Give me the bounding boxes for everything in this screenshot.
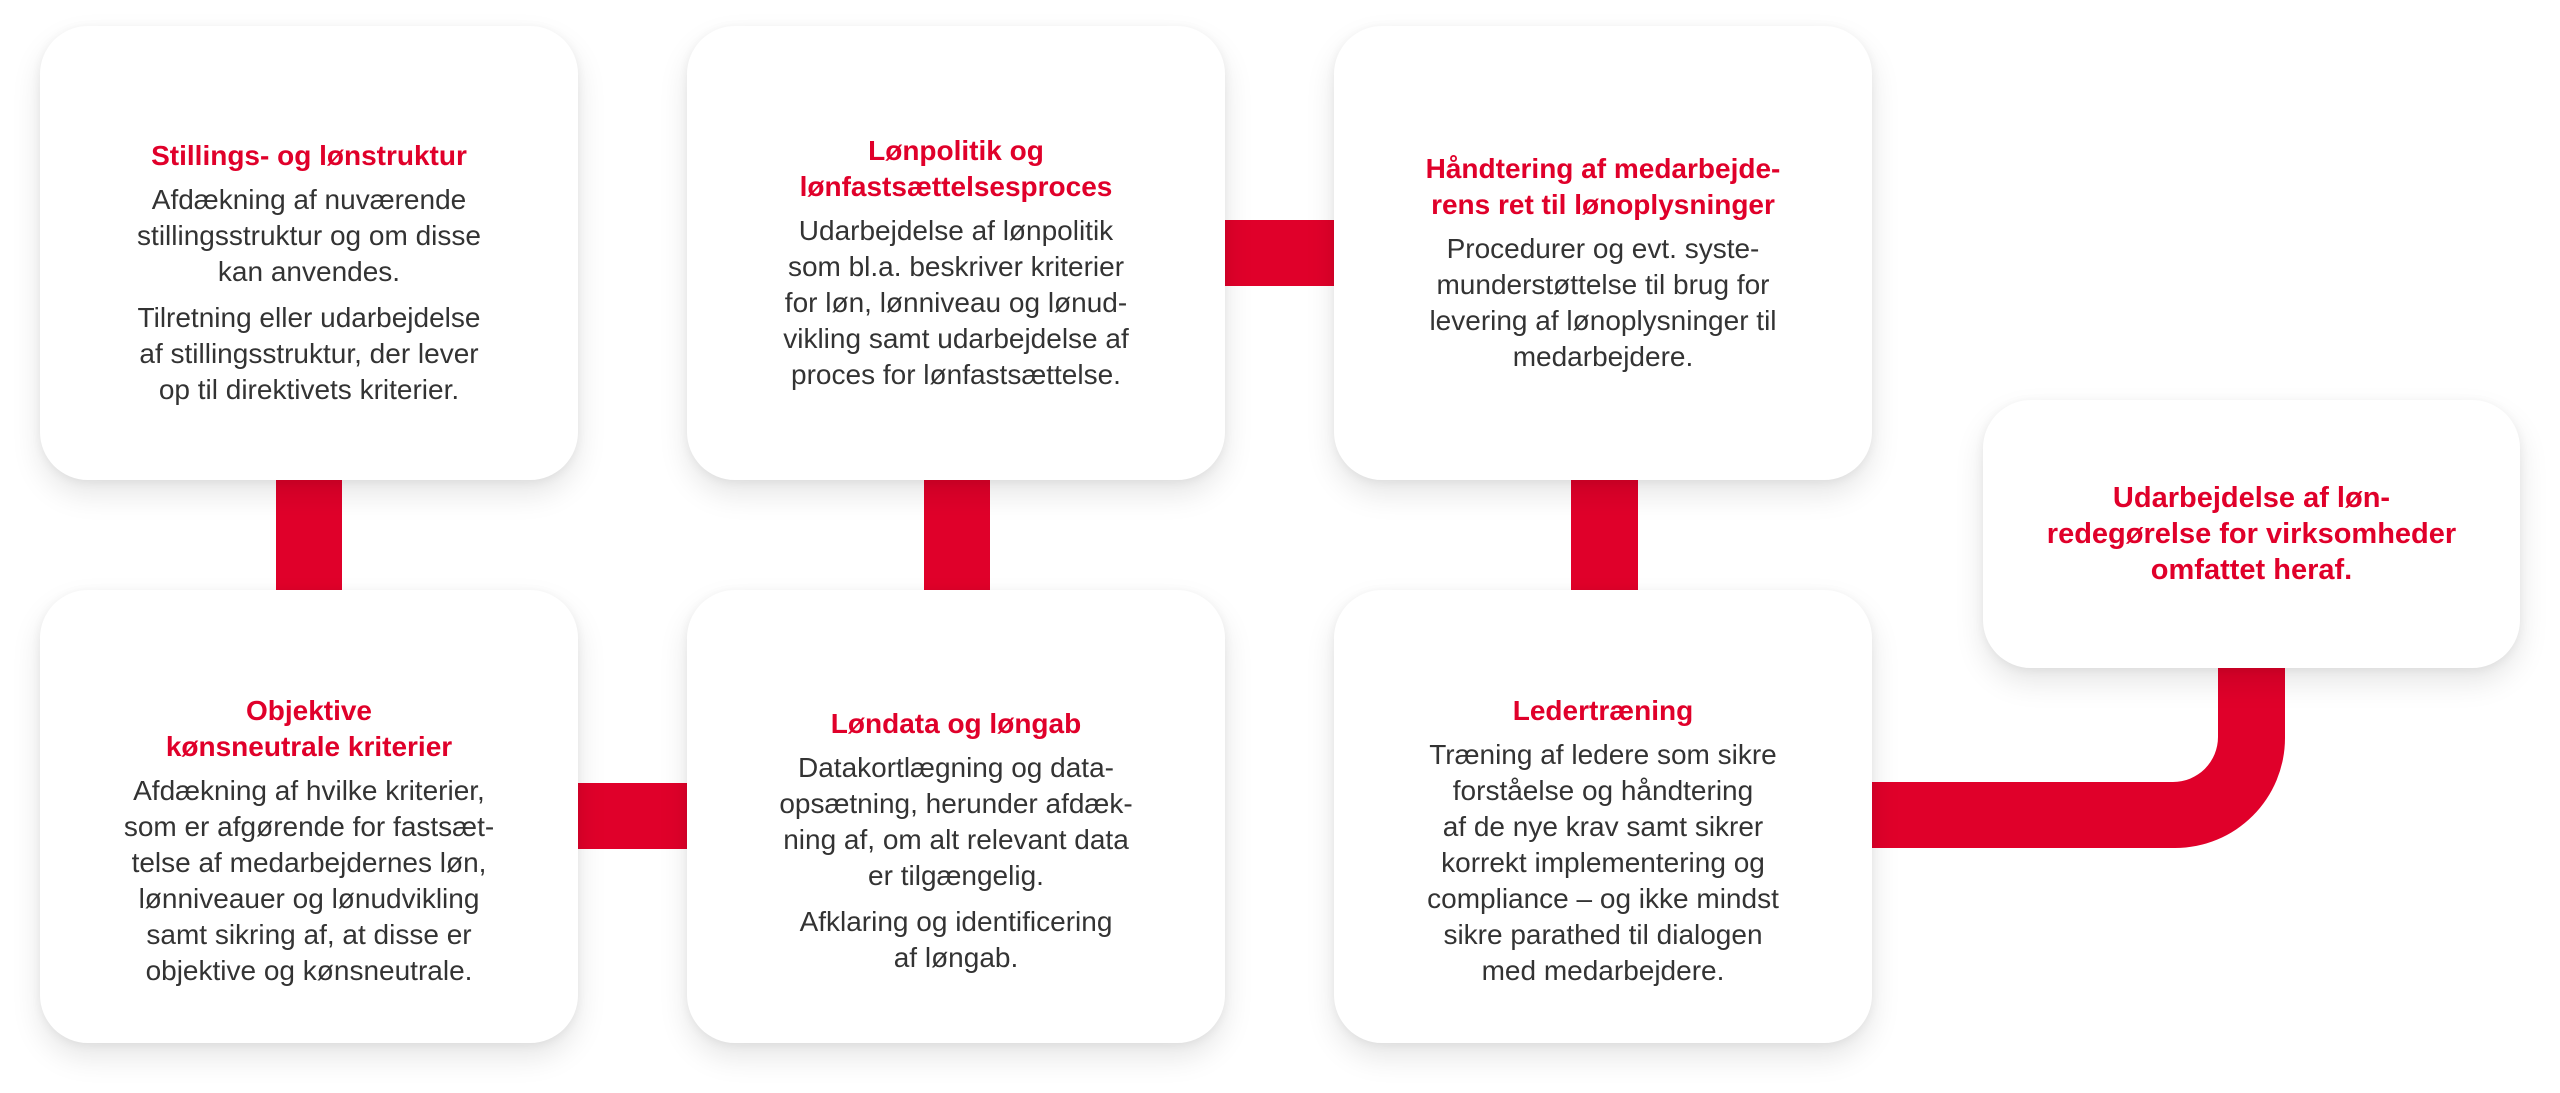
step-card-handtering-lonoplysninger: Håndtering af medarbejde- rens ret til l… [1334, 26, 1872, 480]
card-title: Lønpolitik og lønfastsættelsesproces [799, 135, 1113, 202]
arrow-elbow-up-icon [1872, 643, 2285, 848]
step-card-lonredegorelse: Udarbejdelse af løn- redegørelse for vir… [1983, 400, 2520, 668]
card-title: Håndtering af medarbejde- rens ret til l… [1425, 153, 1781, 220]
card-content: Stillings- og lønstruktur Afdækning af n… [137, 98, 481, 408]
step-card-lonpolitik: Lønpolitik og lønfastsættelsesproces Uda… [687, 26, 1225, 480]
arrow-down-icon [276, 480, 342, 615]
card-paragraph: Tilretning eller udarbejdelse af stillin… [137, 302, 481, 405]
card-paragraph: Procedurer og evt. syste- munderstøttels… [1429, 233, 1777, 372]
arrow-right-icon [1225, 220, 1360, 286]
card-content: Udarbejdelse af løn- redegørelse for vir… [2047, 480, 2456, 588]
card-title: Stillings- og lønstruktur [151, 140, 467, 171]
arrow-up-icon [924, 455, 990, 590]
step-card-londata-longab: Løndata og løngab Datakortlægning og dat… [687, 590, 1225, 1043]
card-paragraph: Afdækning af nuværende stillingsstruktur… [137, 184, 481, 287]
card-content: Håndtering af medarbejde- rens ret til l… [1426, 131, 1781, 375]
card-content: Løndata og løngab Datakortlægning og dat… [779, 658, 1132, 976]
step-card-ledertraening: Ledertræning Træning af ledere som sikre… [1334, 590, 1872, 1043]
card-title: Løndata og løngab [830, 707, 1082, 739]
step-card-objektive-kriterier: Objektive kønsneutrale kriterier Afdækni… [40, 590, 578, 1043]
arrow-down-icon [1571, 480, 1638, 615]
card-paragraph: Træning af ledere som sikre forståelse o… [1427, 738, 1779, 986]
card-content: Ledertræning Træning af ledere som sikre… [1427, 645, 1779, 989]
card-content: Objektive kønsneutrale kriterier Afdækni… [124, 645, 494, 989]
card-title: Objektive kønsneutrale kriterier [165, 694, 453, 762]
arrow-right-icon [578, 783, 712, 849]
card-paragraph: Udarbejdelse af lønpolitik som bl.a. bes… [783, 215, 1129, 390]
card-paragraph: Afdækning af hvilke kriterier, som er af… [123, 774, 495, 986]
card-title: Ledertræning [1512, 694, 1694, 726]
card-title: Udarbejdelse af løn- redegørelse for vir… [2046, 482, 2457, 586]
card-content: Lønpolitik og lønfastsættelsesproces Uda… [783, 113, 1129, 393]
step-card-stillings-og-lonstruktur: Stillings- og lønstruktur Afdækning af n… [40, 26, 578, 480]
card-paragraph: Afklaring og identificering af løngab. [799, 905, 1113, 973]
card-paragraph: Datakortlægning og data- opsætning, heru… [779, 751, 1133, 891]
